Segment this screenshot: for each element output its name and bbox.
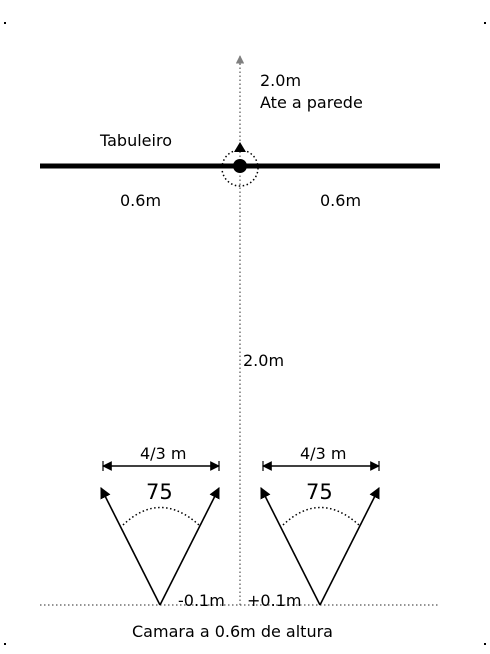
camera-right: 4/3 m 75 +0.1m [247, 444, 380, 610]
board-center-dot [233, 159, 247, 173]
fov-ray-right-a [260, 486, 321, 606]
board-rotation-arrow-icon [234, 142, 246, 152]
fov-arc-right [282, 506, 360, 526]
fov-angle-right: 75 [306, 480, 333, 504]
wall-distance-label: 2.0m [260, 71, 301, 90]
fov-arc-left [122, 506, 200, 526]
camera-offset-right: +0.1m [247, 591, 301, 610]
footer-caption: Camara a 0.6m de altura [132, 622, 333, 641]
board-right-width: 0.6m [320, 191, 361, 210]
board-label: Tabuleiro [99, 131, 172, 150]
corner-marks [4, 22, 486, 645]
fov-ray-right-b [319, 486, 380, 606]
fov-angle-left: 75 [146, 480, 173, 504]
camera-left: 4/3 m 75 -0.1m [100, 444, 225, 610]
fov-ray-left-b [159, 486, 220, 606]
camera-to-board-distance: 2.0m [243, 351, 284, 370]
camera-offset-left: -0.1m [178, 591, 225, 610]
fov-width-label-right: 4/3 m [300, 444, 346, 463]
board-left-width: 0.6m [120, 191, 161, 210]
wall-caption: Ate a parede [260, 93, 363, 112]
fov-ray-left-a [100, 486, 161, 606]
fov-width-label-left: 4/3 m [140, 444, 186, 463]
